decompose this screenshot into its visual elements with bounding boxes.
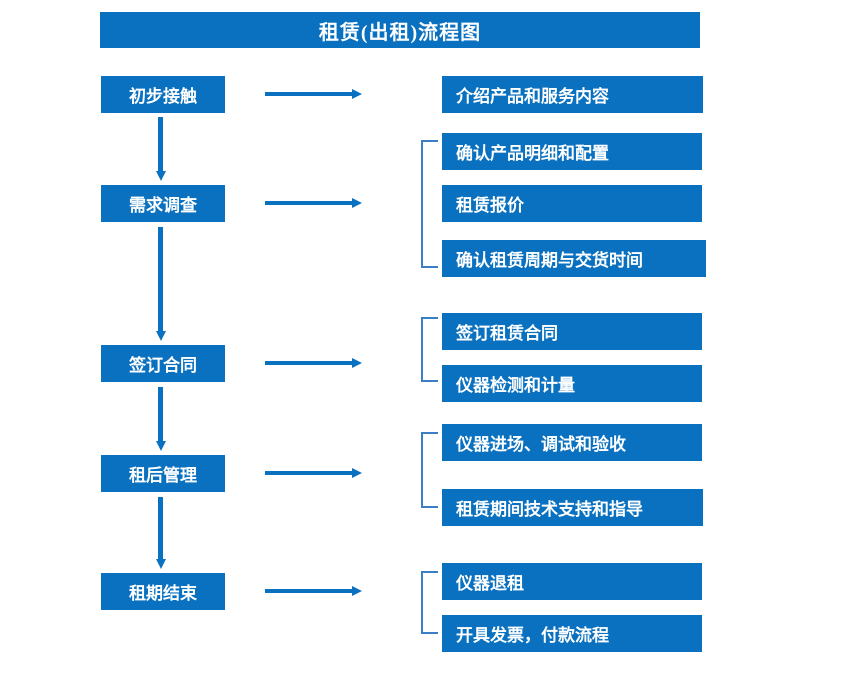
down-arrow-icon-4: [156, 497, 166, 569]
detail-box-2-3[interactable]: 确认租赁周期与交货时间: [442, 240, 706, 277]
page-title: 租赁(出租)流程图: [100, 12, 700, 48]
down-arrow-icon-1: [156, 117, 166, 181]
group-bracket-2: [421, 140, 438, 268]
right-arrow-icon-3: [265, 358, 362, 368]
detail-box-5-2[interactable]: 开具发票，付款流程: [442, 615, 702, 652]
detail-box-4-2[interactable]: 租赁期间技术支持和指导: [442, 489, 703, 526]
right-arrow-icon-2: [265, 198, 362, 208]
detail-box-1-1[interactable]: 介绍产品和服务内容: [442, 76, 703, 113]
stage-box-1[interactable]: 初步接触: [101, 76, 225, 113]
detail-box-2-1[interactable]: 确认产品明细和配置: [442, 133, 702, 170]
group-bracket-5: [421, 571, 438, 634]
stage-box-5[interactable]: 租期结束: [101, 573, 225, 610]
down-arrow-icon-3: [156, 387, 166, 451]
detail-box-3-1[interactable]: 签订租赁合同: [442, 313, 702, 350]
right-arrow-icon-5: [265, 586, 362, 596]
stage-box-3[interactable]: 签订合同: [101, 345, 225, 382]
right-arrow-icon-4: [265, 468, 362, 478]
stage-box-2[interactable]: 需求调查: [101, 185, 225, 222]
stage-box-4[interactable]: 租后管理: [101, 455, 225, 492]
right-arrow-icon-1: [265, 89, 362, 99]
detail-box-4-1[interactable]: 仪器进场、调试和验收: [442, 424, 702, 461]
group-bracket-3: [421, 317, 438, 382]
detail-box-5-1[interactable]: 仪器退租: [442, 563, 702, 600]
detail-box-2-2[interactable]: 租赁报价: [442, 185, 702, 222]
down-arrow-icon-2: [156, 227, 166, 341]
group-bracket-4: [421, 432, 438, 508]
detail-box-3-2[interactable]: 仪器检测和计量: [442, 365, 702, 402]
